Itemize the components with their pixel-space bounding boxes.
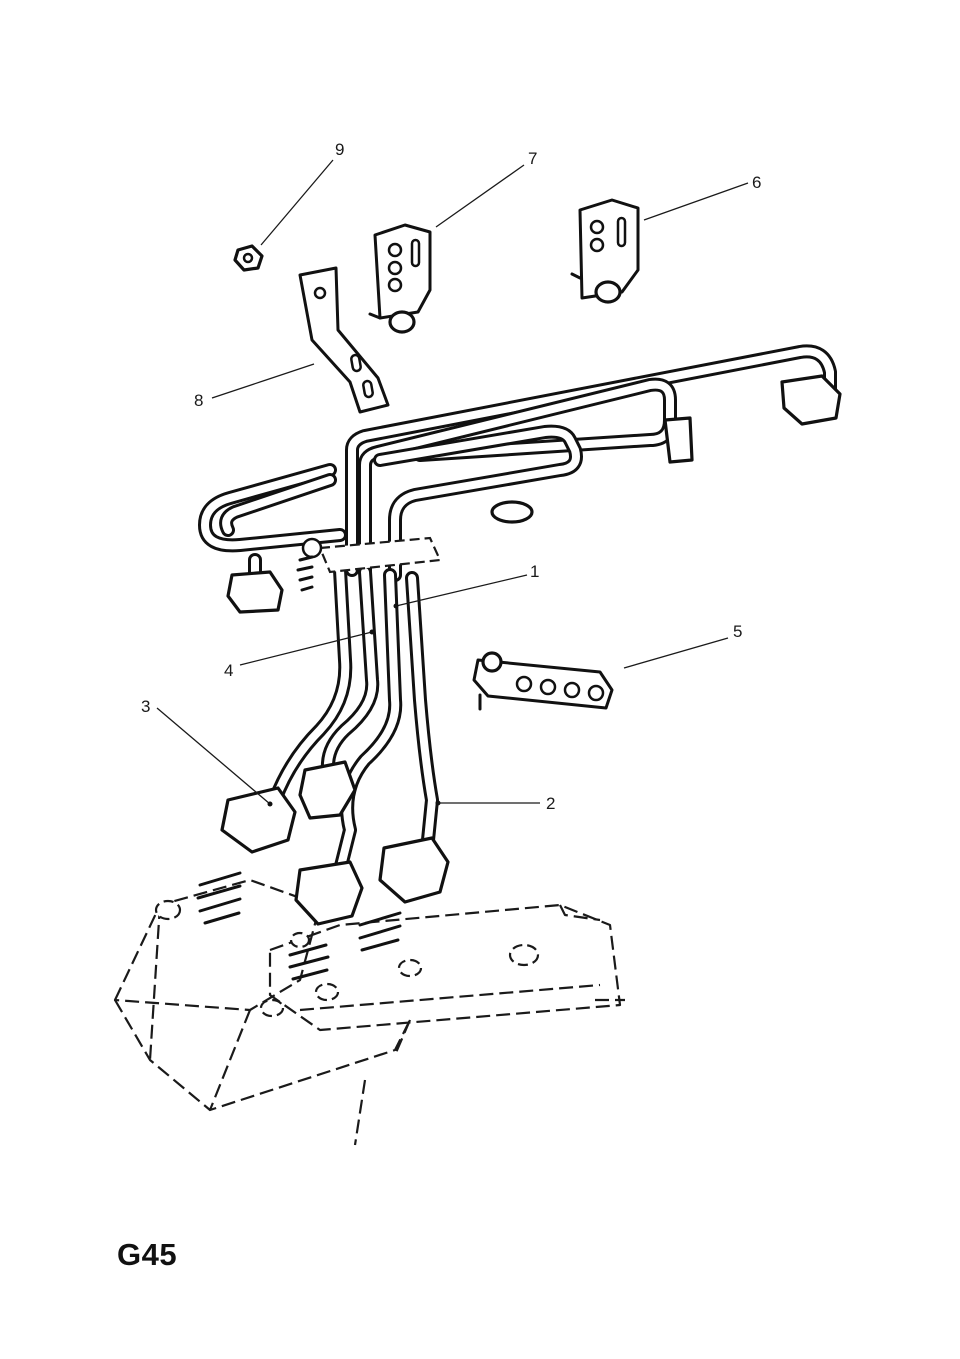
bracket-part-8 [298,266,390,414]
callout-3: 3 [141,697,150,716]
bracket-part-7 [368,223,432,334]
leader-dot-2 [435,800,441,806]
leader-line-4 [239,631,373,666]
leader-dot-1 [393,603,399,609]
pipe-clamp-block [296,536,442,592]
leader-line-5 [623,637,729,669]
callout-9: 9 [335,140,344,159]
leader-line-7 [435,164,525,228]
union-nuts [220,374,842,926]
bracket-part-6 [570,198,640,304]
callout-5: 5 [733,622,742,641]
callout-4: 4 [224,661,233,680]
leader-dot-3 [267,801,273,807]
callout-numbers: 1 2 3 4 5 6 7 8 9 [141,140,761,813]
leader-dot-4 [369,629,375,635]
leader-lines [156,159,749,807]
callout-2: 2 [546,794,555,813]
injection-pump-ghost-outline [113,878,625,1146]
page-code-label: G45 [117,1237,178,1272]
clamp-plate-part-5 [472,651,614,711]
callout-8: 8 [194,391,203,410]
leader-line-1 [395,574,528,607]
leader-line-9 [260,159,334,246]
callout-1: 1 [530,562,539,581]
leader-line-6 [643,182,749,221]
injection-pipes [198,344,837,877]
leader-line-3 [156,707,271,805]
callout-6: 6 [752,173,761,192]
leader-line-8 [211,363,315,399]
nut-part-9 [233,244,264,272]
delivery-valve-threads [196,871,402,981]
callout-7: 7 [528,149,537,168]
